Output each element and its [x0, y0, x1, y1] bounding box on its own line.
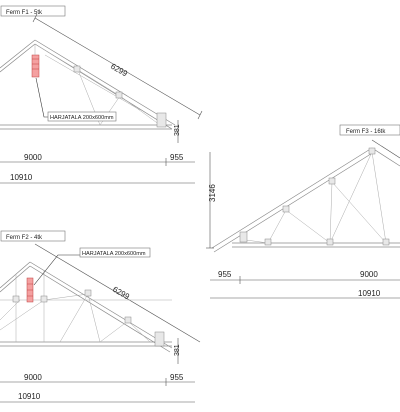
truss-f1-callout: HARJATALA 200x600mm — [50, 115, 114, 121]
truss-f2: Ferm F2 - 4tk 6299 — [0, 230, 201, 403]
truss-f1-node — [115, 91, 123, 99]
truss-f1-title-box — [0, 5, 66, 17]
truss-f3-web — [331, 181, 387, 244]
truss-f3-heel-plate — [239, 231, 248, 243]
truss-f3-node — [326, 238, 334, 246]
truss-f1-callout-box — [47, 111, 117, 122]
truss-f1-total-dimension: 10910 — [10, 173, 33, 182]
truss-f3-node — [264, 238, 272, 246]
truss-f1-overhang-dimension: 955 — [170, 153, 184, 162]
truss-f2-title: Ferm F2 - 4tk — [6, 235, 43, 241]
truss-f1-heel-dimension: 381 — [174, 124, 181, 136]
truss-f2-web — [0, 299, 21, 321]
truss-f2-node — [12, 295, 20, 303]
truss-f2-top-chord-right-inner — [29, 265, 171, 353]
truss-f1-rafter-dimension: 6299 — [109, 62, 129, 79]
truss-f3-node — [368, 147, 376, 155]
truss-f1-heel-plate — [156, 112, 167, 128]
truss-f2-total-dimension: 10910 — [18, 392, 41, 401]
truss-f2-top-chord-right — [29, 261, 173, 349]
truss-f3-node — [382, 238, 390, 246]
truss-f2-overhang-dimension: 955 — [170, 373, 184, 382]
truss-f3-web — [371, 151, 387, 244]
truss-f2-heel-plate — [154, 331, 165, 347]
truss-f1-node — [73, 65, 81, 73]
truss-f3-total-dimension: 10910 — [358, 289, 381, 298]
truss-f1-web — [44, 54, 141, 111]
truss-f2-heel-dimension: 381 — [174, 344, 181, 356]
truss-f2-callout-box — [79, 247, 151, 258]
truss-f2-web — [127, 320, 151, 343]
truss-f3-span-dimension: 9000 — [360, 270, 378, 279]
truss-f3-web — [285, 209, 331, 244]
truss-f2-node — [124, 316, 132, 324]
truss-f2-rafter-dimension: 6299 — [111, 285, 131, 302]
truss-f2-span-dimension: 9000 — [24, 373, 42, 382]
truss-f3-top-chord-right — [371, 147, 400, 167]
truss-f1-web — [119, 95, 161, 126]
truss-f1-callout-leader — [35, 77, 48, 118]
truss-f2-web — [87, 293, 101, 343]
truss-f1-top-chord-left-inner — [0, 43, 36, 73]
truss-f2-web — [0, 299, 45, 331]
truss-f2-web — [99, 320, 129, 343]
truss-f3-web — [329, 181, 333, 244]
truss-f3-web — [329, 151, 373, 244]
truss-f3-height-dimension: 3146 — [208, 184, 217, 202]
truss-f1-web — [77, 69, 121, 97]
truss-f3-top-dimension-line — [371, 139, 400, 159]
truss-f3-node — [328, 177, 336, 185]
truss-f3-overhang-dimension: 955 — [218, 270, 232, 279]
truss-f1-title: Ferm F1 - 5tk — [6, 10, 43, 16]
truss-f3: Ferm F3 - 16tk 3146 955 9000 — [206, 124, 400, 299]
truss-f3-node — [282, 205, 290, 213]
truss-f1: Ferm F1 - 5tk 6299 HARJAT — [0, 5, 203, 184]
truss-f2-top-chord-left — [0, 261, 31, 289]
truss-f1-dim-tick — [197, 110, 203, 120]
truss-f1-dim-tick — [32, 13, 38, 23]
truss-f2-node — [40, 295, 48, 303]
truss-f1-web — [37, 45, 79, 71]
truss-f1-ridge-post — [31, 54, 40, 78]
truss-f3-title: Ferm F3 - 16tk — [346, 129, 386, 135]
truss-f1-span-dimension: 9000 — [24, 153, 42, 162]
truss-f1-top-chord-right — [34, 39, 176, 126]
truss-f3-top-chord — [211, 147, 373, 249]
truss-f3-web — [267, 209, 287, 244]
truss-f3-web — [245, 239, 269, 244]
truss-f2-top-chord-left-inner — [0, 265, 31, 293]
truss-f2-title-box — [0, 230, 66, 242]
truss-f2-web — [43, 293, 89, 301]
truss-f1-rafter-dimension-line — [34, 17, 201, 116]
truss-f3-title-box — [339, 124, 400, 136]
truss-f2-callout-leader — [33, 254, 80, 286]
truss-f2-web — [59, 293, 89, 343]
truss-f2-node — [84, 289, 92, 297]
truss-f2-callout: HARJATALA 200x600mm — [82, 251, 146, 257]
truss-f1-top-chord-left — [0, 39, 36, 69]
truss-f2-rafter-dimension-line — [34, 243, 201, 343]
